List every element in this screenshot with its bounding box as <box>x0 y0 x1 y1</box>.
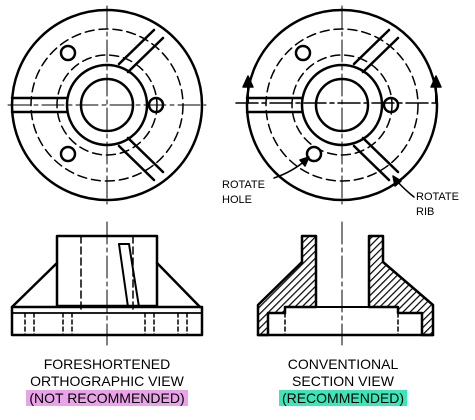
left-caption-line1: FORESHORTENED <box>43 356 171 372</box>
bolt-holes <box>294 44 400 163</box>
hidden-bolt-holes <box>24 312 188 336</box>
rib-top-right <box>117 28 165 74</box>
right-section-view <box>256 221 435 346</box>
rotate-hole-label-line2: HOLE <box>222 194 252 206</box>
not-recommended-badge: (NOT RECOMMENDED) <box>26 390 188 406</box>
rib-bottom-right <box>352 136 400 182</box>
rib-top-right <box>352 28 400 74</box>
section-hatch-left <box>256 234 318 337</box>
right-caption-line2: SECTION VIEW <box>292 373 394 389</box>
rib-left <box>245 96 304 114</box>
flange-base <box>10 305 204 337</box>
section-hatch-right <box>367 234 435 337</box>
rotate-hole-label-line1: ROTATE <box>222 179 265 191</box>
left-caption: FORESHORTENED ORTHOGRAPHIC VIEW (NOT REC… <box>0 356 214 406</box>
rotate-rib-leader <box>392 175 415 198</box>
recommended-badge: (RECOMMENDED) <box>278 390 408 406</box>
hidden-hole-lines <box>284 312 399 336</box>
foreshortened-rib <box>118 243 140 308</box>
left-front-view <box>10 221 204 346</box>
rotate-hole-leader <box>273 156 310 179</box>
rib-left <box>10 96 69 114</box>
right-rib-slope <box>155 261 202 309</box>
cutting-plane-line <box>235 75 442 104</box>
rotate-rib-label-line1: ROTATE <box>416 191 459 203</box>
rotate-rib-label-line2: RIB <box>416 206 435 218</box>
left-top-view <box>7 5 207 205</box>
rotate-hole-label: ROTATE HOLE <box>222 180 265 206</box>
right-caption-line1: CONVENTIONAL <box>287 356 399 372</box>
right-top-view <box>235 5 442 205</box>
rotate-rib-label: ROTATE RIB <box>416 192 459 218</box>
bolt-holes <box>59 44 165 163</box>
left-rib-slope <box>10 261 59 309</box>
left-caption-line2: ORTHOGRAPHIC VIEW <box>30 373 184 389</box>
right-caption: CONVENTIONAL SECTION VIEW (RECOMMENDED) <box>236 356 450 406</box>
rib-bottom-right <box>117 136 165 182</box>
